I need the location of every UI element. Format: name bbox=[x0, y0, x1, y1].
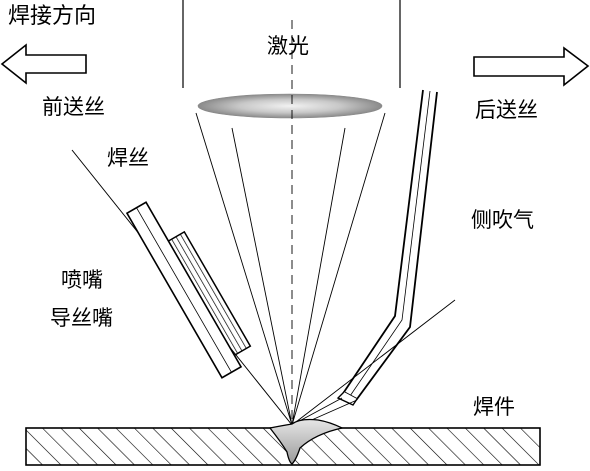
rear-feed-label: 后送丝 bbox=[475, 98, 538, 122]
welding-direction-arrow bbox=[0, 43, 87, 85]
front-feed-label: 前送丝 bbox=[42, 95, 105, 119]
laser-label: 激光 bbox=[267, 34, 309, 58]
wire-guide-tube bbox=[125, 201, 243, 379]
workpiece-label: 焊件 bbox=[473, 395, 515, 419]
wire-label: 焊丝 bbox=[107, 146, 149, 170]
side-gas-nozzle bbox=[342, 89, 438, 401]
side-gas-label: 侧吹气 bbox=[471, 208, 534, 232]
laser-beam bbox=[195, 112, 386, 426]
side-gas-inner-line bbox=[349, 90, 431, 397]
gas-flow-lines bbox=[291, 299, 456, 427]
weld-pool bbox=[268, 418, 344, 465]
wire-guide-label: 导丝嘴 bbox=[50, 306, 113, 330]
nozzle-label: 喷嘴 bbox=[61, 268, 103, 292]
laser-housing bbox=[182, 0, 401, 88]
laser-lens bbox=[197, 93, 383, 119]
welding-direction-label: 焊接方向 bbox=[8, 4, 97, 29]
rear-feed-arrow bbox=[473, 46, 590, 87]
